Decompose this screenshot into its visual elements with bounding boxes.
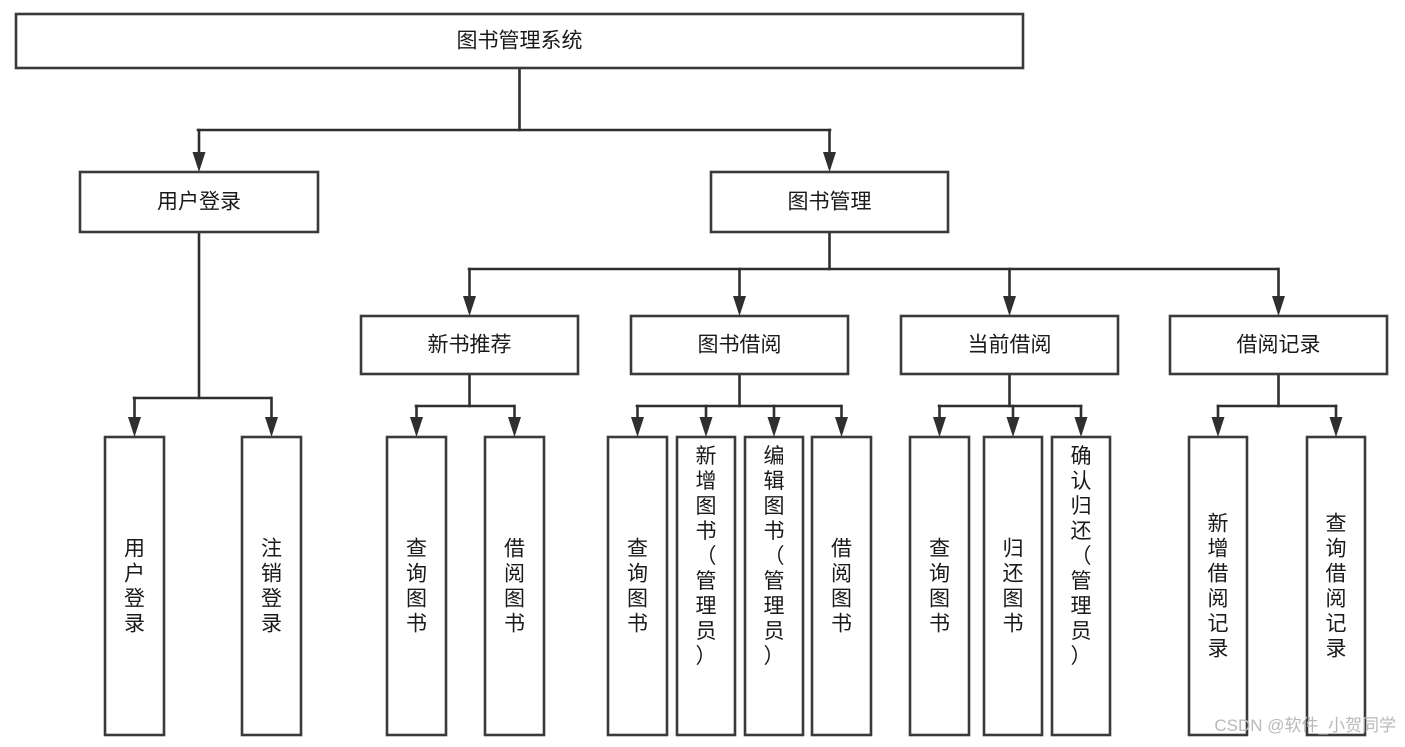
- arrow-head-icon: [128, 417, 141, 437]
- node-leaf-return-book[interactable]: 归还图书: [982, 435, 1044, 737]
- node-leaf-query-book-rec[interactable]: 查询图书: [385, 435, 448, 737]
- arrow-head-icon: [631, 417, 644, 437]
- node-box-current-borrow[interactable]: [899, 314, 1120, 376]
- node-new-book-rec[interactable]: 新书推荐: [359, 314, 580, 376]
- arrow-head-icon: [1003, 296, 1016, 316]
- node-box-leaf-query-book-rec[interactable]: [385, 435, 448, 737]
- node-box-user-login[interactable]: [78, 170, 320, 234]
- node-leaf-user-login[interactable]: 用户登录: [103, 435, 166, 737]
- node-label-book-manage: 图书管理: [788, 191, 872, 214]
- node-label-leaf-logout: 注销登录: [261, 538, 282, 636]
- arrow-head-icon: [823, 152, 836, 172]
- node-leaf-confirm-return[interactable]: 确认归还（管理员）: [1050, 435, 1112, 737]
- node-leaf-borrow-book[interactable]: 借阅图书: [810, 435, 873, 737]
- node-label-current-borrow: 当前借阅: [968, 334, 1052, 357]
- node-box-leaf-add-book[interactable]: [675, 435, 737, 737]
- node-layer: 图书管理系统用户登录图书管理新书推荐图书借阅当前借阅借阅记录用户登录注销登录查询…: [14, 12, 1389, 737]
- node-leaf-query-record[interactable]: 查询借阅记录: [1305, 435, 1367, 737]
- arrow-head-icon: [508, 417, 521, 437]
- node-current-borrow[interactable]: 当前借阅: [899, 314, 1120, 376]
- node-box-leaf-confirm-return[interactable]: [1050, 435, 1112, 737]
- node-box-root[interactable]: [14, 12, 1025, 70]
- node-box-leaf-user-login[interactable]: [103, 435, 166, 737]
- node-label-leaf-borrow-book: 借阅图书: [831, 538, 852, 636]
- arrow-head-icon: [410, 417, 423, 437]
- arrow-head-icon: [192, 152, 206, 172]
- arrow-head-icon: [265, 417, 278, 437]
- node-label-borrow-record: 借阅记录: [1237, 334, 1321, 357]
- node-box-borrow-record[interactable]: [1168, 314, 1389, 376]
- node-user-login[interactable]: 用户登录: [78, 170, 320, 234]
- node-box-leaf-edit-book[interactable]: [743, 435, 805, 737]
- node-box-leaf-query-book-cur[interactable]: [908, 435, 971, 737]
- node-book-manage[interactable]: 图书管理: [709, 170, 950, 234]
- node-book-borrow[interactable]: 图书借阅: [629, 314, 850, 376]
- node-box-leaf-query-record[interactable]: [1305, 435, 1367, 737]
- node-box-leaf-query-book-borrow[interactable]: [606, 435, 669, 737]
- arrow-head-icon: [1329, 417, 1343, 437]
- arrow-head-icon: [1211, 417, 1225, 437]
- node-label-book-borrow: 图书借阅: [698, 334, 782, 357]
- node-box-leaf-logout[interactable]: [240, 435, 303, 737]
- node-label-leaf-confirm-return: 确认归还（管理员）: [1071, 445, 1092, 668]
- node-label-leaf-add-record: 新增借阅记录: [1208, 513, 1229, 661]
- node-box-book-manage[interactable]: [709, 170, 950, 234]
- node-box-leaf-borrow-book-rec[interactable]: [483, 435, 546, 737]
- node-label-leaf-query-book-rec: 查询图书: [406, 538, 427, 636]
- arrow-head-icon: [1006, 417, 1020, 437]
- arrow-head-icon: [463, 296, 476, 316]
- node-label-leaf-query-book-borrow: 查询图书: [627, 538, 648, 636]
- node-leaf-borrow-book-rec[interactable]: 借阅图书: [483, 435, 546, 737]
- node-leaf-add-record[interactable]: 新增借阅记录: [1187, 435, 1249, 737]
- arrow-head-icon: [1272, 296, 1285, 316]
- node-leaf-add-book[interactable]: 新增图书（管理员）: [675, 435, 737, 737]
- node-label-leaf-edit-book: 编辑图书（管理员）: [764, 445, 785, 668]
- node-borrow-record[interactable]: 借阅记录: [1168, 314, 1389, 376]
- arrow-head-icon: [733, 296, 746, 316]
- node-leaf-query-book-borrow[interactable]: 查询图书: [606, 435, 669, 737]
- node-label-root: 图书管理系统: [457, 30, 583, 53]
- node-box-leaf-return-book[interactable]: [982, 435, 1044, 737]
- arrow-head-icon: [699, 417, 713, 437]
- node-label-leaf-return-book: 归还图书: [1003, 538, 1024, 636]
- node-label-leaf-user-login: 用户登录: [124, 538, 145, 636]
- node-box-new-book-rec[interactable]: [359, 314, 580, 376]
- connector-layer: [128, 66, 1343, 437]
- node-box-leaf-borrow-book[interactable]: [810, 435, 873, 737]
- node-label-new-book-rec: 新书推荐: [428, 334, 512, 357]
- node-box-leaf-add-record[interactable]: [1187, 435, 1249, 737]
- node-leaf-logout[interactable]: 注销登录: [240, 435, 303, 737]
- arrow-head-icon: [835, 417, 848, 437]
- node-label-leaf-borrow-book-rec: 借阅图书: [504, 538, 525, 636]
- arrow-head-icon: [933, 417, 946, 437]
- node-root[interactable]: 图书管理系统: [14, 12, 1025, 70]
- node-box-book-borrow[interactable]: [629, 314, 850, 376]
- node-leaf-query-book-cur[interactable]: 查询图书: [908, 435, 971, 737]
- arrow-head-icon: [1074, 417, 1088, 437]
- node-label-user-login: 用户登录: [157, 191, 241, 214]
- node-label-leaf-query-book-cur: 查询图书: [929, 538, 950, 636]
- csdn-watermark: CSDN @软件_小贺同学: [1214, 716, 1396, 735]
- node-label-leaf-query-record: 查询借阅记录: [1326, 513, 1347, 661]
- node-label-leaf-add-book: 新增图书（管理员）: [696, 445, 717, 668]
- node-leaf-edit-book[interactable]: 编辑图书（管理员）: [743, 435, 805, 737]
- arrow-head-icon: [767, 417, 781, 437]
